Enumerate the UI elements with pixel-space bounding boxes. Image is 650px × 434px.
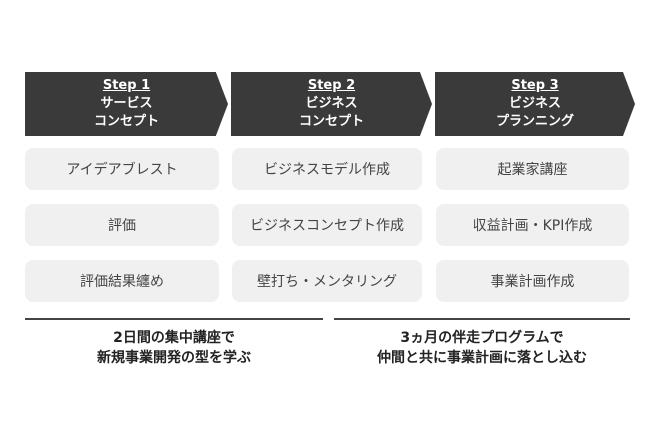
step-title-line1: ビジネス (305, 96, 358, 111)
activity-box: 起業家講座 (436, 148, 629, 190)
summary-line1: 3ヵ月の伴走プログラムで (400, 330, 564, 346)
activity-box: 事業計画作成 (436, 260, 629, 302)
summary-2: 3ヵ月の伴走プログラムで 仲間と共に事業計画に落とし込む (334, 328, 630, 368)
step-title-line1: ビジネス (508, 96, 561, 111)
step-label: Step 1 (102, 78, 151, 93)
step-title-line2: コンセプト (93, 114, 159, 129)
step-title-line2: プランニング (495, 114, 574, 129)
summary-line1: 2日間の集中講座で (113, 330, 235, 346)
activity-box: 評価 (25, 204, 219, 246)
divider-line (334, 318, 630, 320)
step-1-chevron: Step 1 サービス コンセプト (25, 72, 228, 136)
step-2-chevron: Step 2 ビジネス コンセプト (231, 72, 432, 136)
summary-line2: 仲間と共に事業計画に落とし込む (377, 350, 587, 366)
activity-box: アイデアブレスト (25, 148, 219, 190)
summary-1: 2日間の集中講座で 新規事業開発の型を学ぶ (25, 328, 323, 368)
step-3-chevron: Step 3 ビジネス プランニング (435, 72, 635, 136)
activity-box: ビジネスモデル作成 (232, 148, 422, 190)
step-label: Step 3 (511, 78, 559, 93)
step-label: Step 2 (307, 78, 356, 93)
divider-line (25, 318, 323, 320)
activity-box: 評価結果纏め (25, 260, 219, 302)
activity-box: 収益計画・KPI作成 (436, 204, 629, 246)
activity-box: ビジネスコンセプト作成 (232, 204, 422, 246)
summary-line2: 新規事業開発の型を学ぶ (97, 350, 251, 366)
step-title-line1: サービス (100, 96, 153, 111)
step-title-line2: コンセプト (298, 114, 364, 129)
activity-box: 壁打ち・メンタリング (232, 260, 422, 302)
